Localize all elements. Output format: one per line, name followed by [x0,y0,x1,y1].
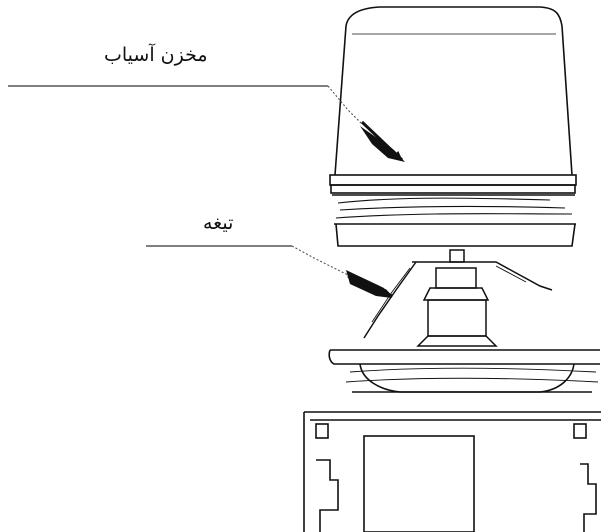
blade-label: تیغه [203,212,233,234]
motor-housing [304,412,601,532]
grinder-container-label: مخزن آسیاب [104,44,208,66]
blade-label-leader [146,246,392,298]
grinder-label-leader [8,86,405,162]
base-disk [329,350,600,392]
blade-assembly [364,250,552,346]
